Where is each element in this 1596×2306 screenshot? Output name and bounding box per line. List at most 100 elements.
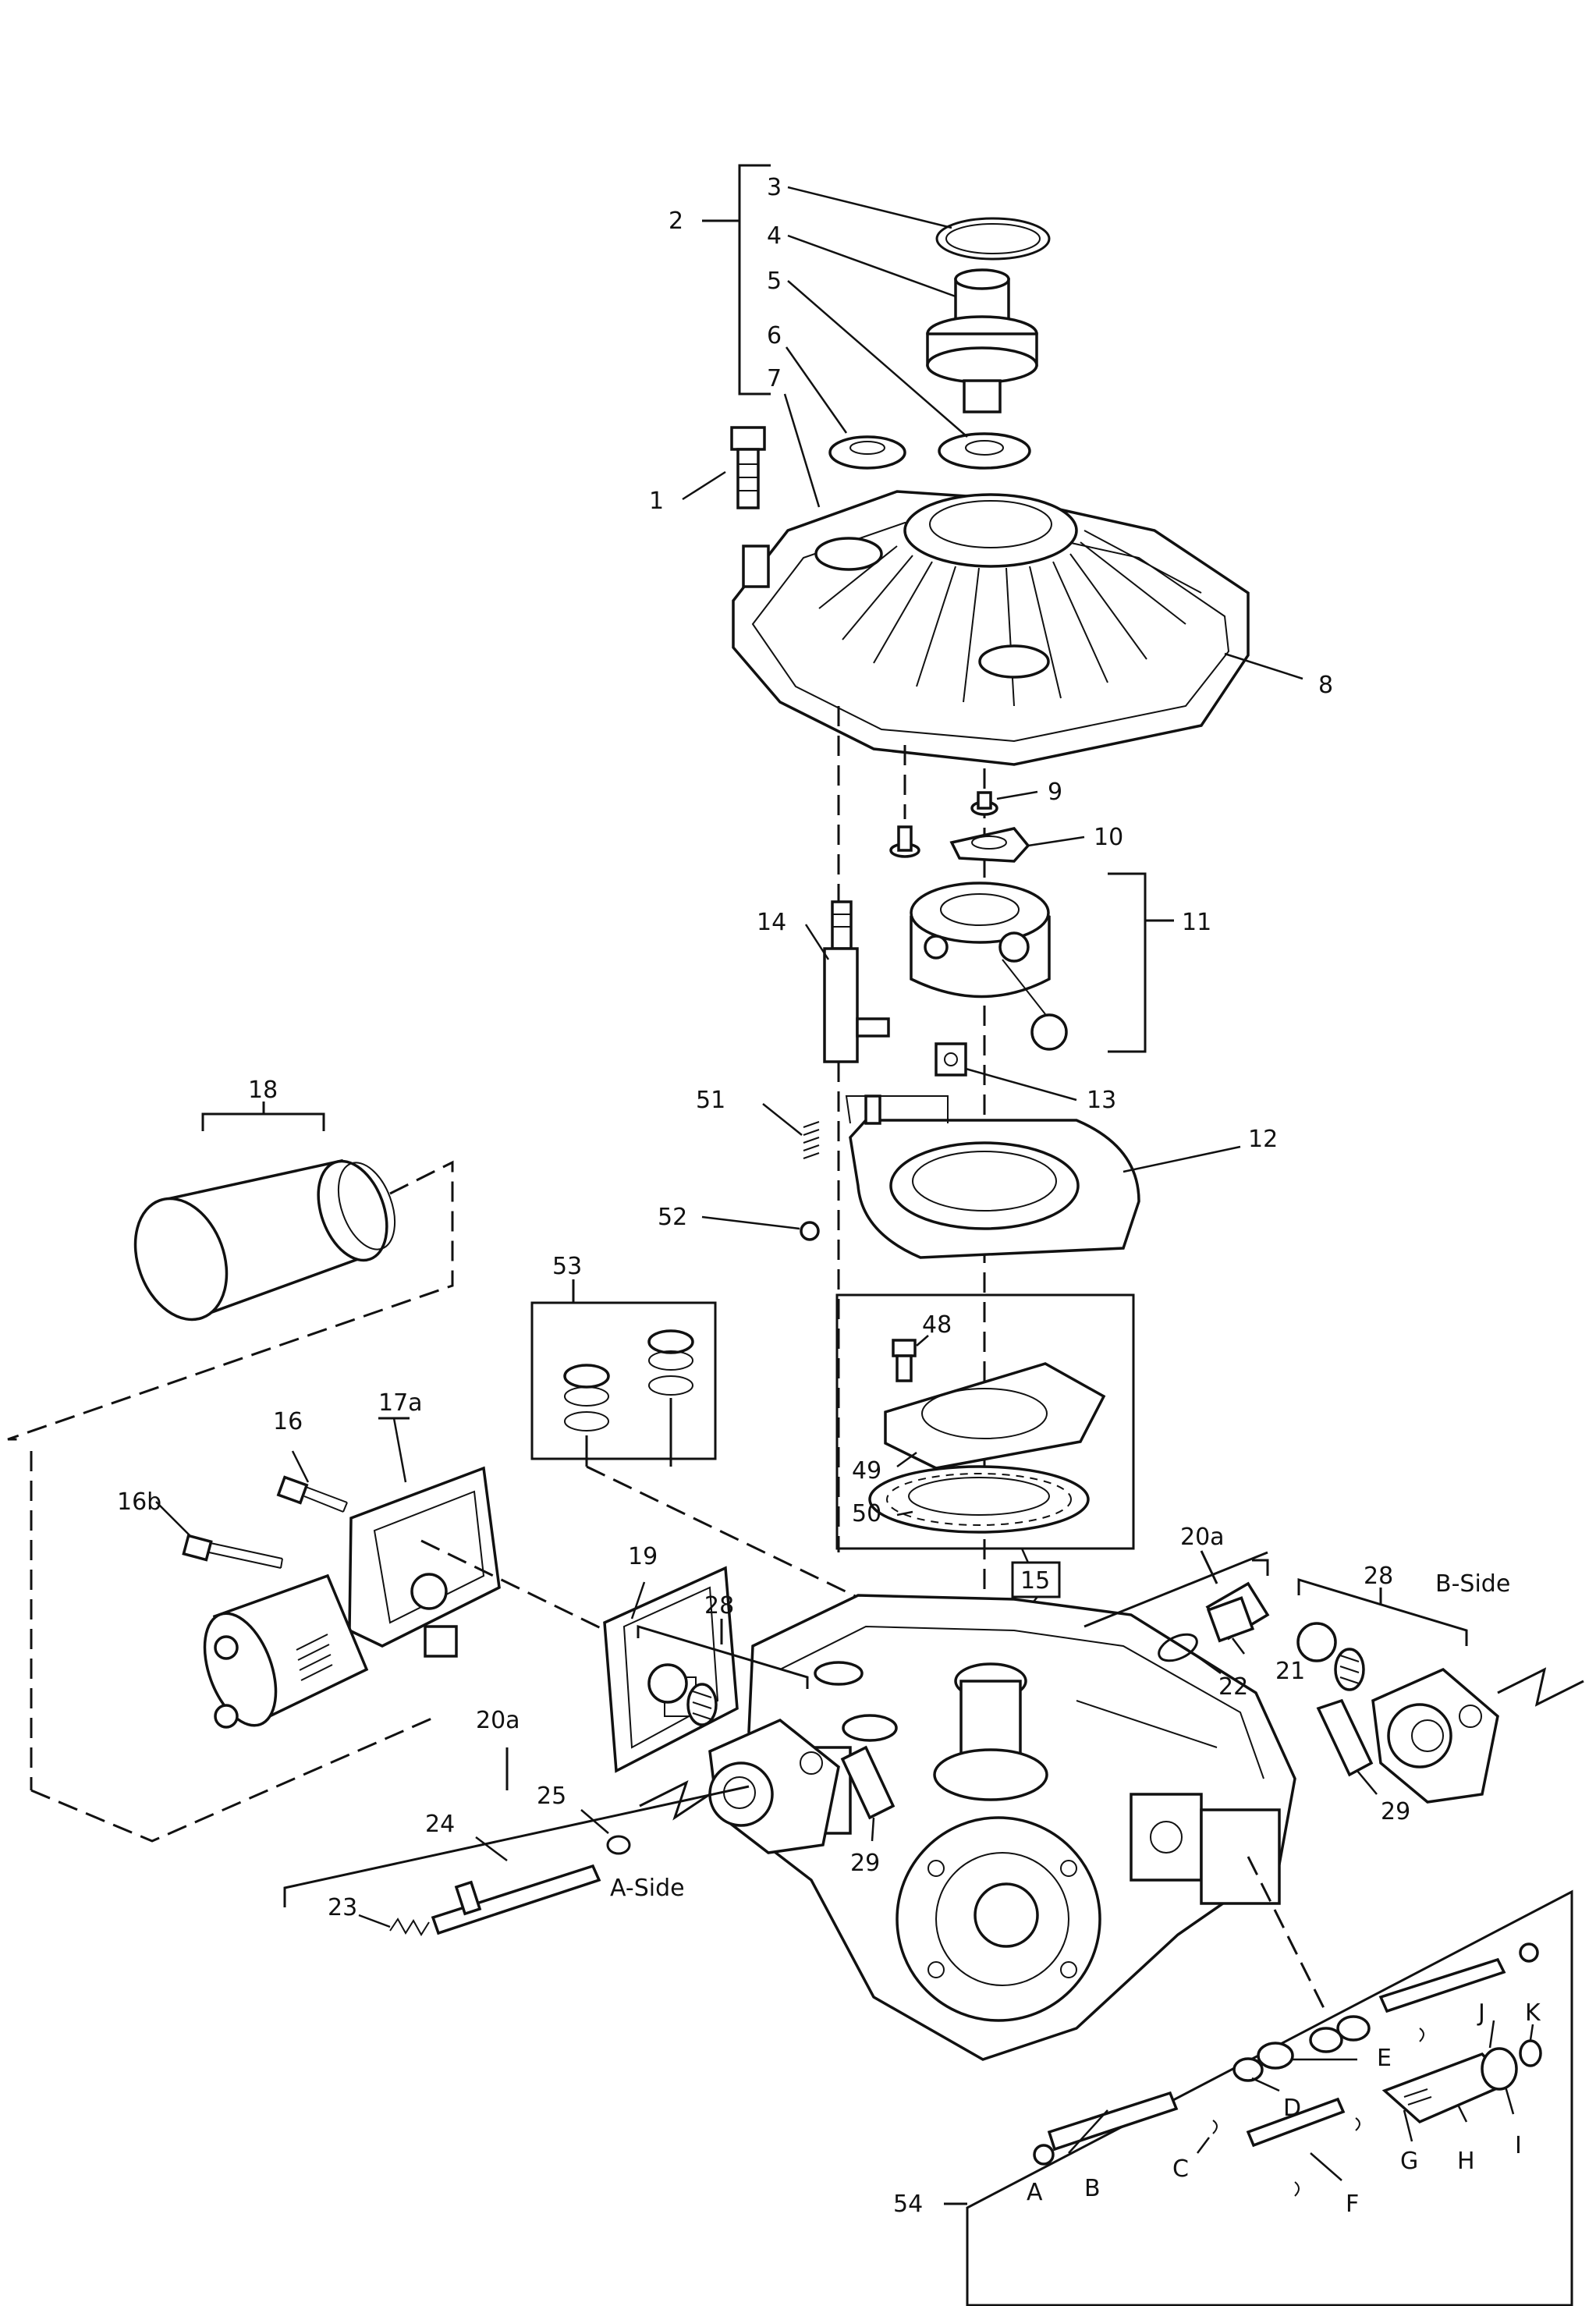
callout-16b: 16b — [117, 1488, 161, 1516]
callout-3: 3 — [767, 174, 782, 201]
letter-K: K — [1525, 1999, 1541, 2027]
bracket-28-a-side — [637, 1619, 809, 1689]
callout-5: 5 — [767, 268, 782, 295]
oring-part-22 — [1158, 1633, 1222, 1675]
fitting-part-21 — [1205, 1581, 1270, 1655]
callout-48: 48 — [922, 1311, 952, 1339]
shaft-part-4 — [787, 234, 1038, 413]
bracket-group-2 — [702, 164, 771, 396]
box-part-53 — [530, 1279, 717, 1467]
filter-screen-a-side — [840, 1745, 896, 1842]
callout-49: 49 — [852, 1457, 881, 1485]
spring-b-side — [1334, 1648, 1365, 1691]
callout-23: 23 — [328, 1894, 357, 1921]
callout-16: 16 — [273, 1408, 303, 1435]
letter-E: E — [1377, 2045, 1392, 2072]
callout-50: 50 — [852, 1500, 881, 1527]
callout-4: 4 — [767, 222, 782, 250]
callout-25: 25 — [537, 1783, 566, 1810]
slider-part-13 — [935, 1042, 1077, 1102]
filter-part-18 — [133, 1158, 396, 1322]
callout-19: 19 — [628, 1543, 658, 1570]
pin-part-9 — [970, 790, 1038, 816]
callout-51: 51 — [696, 1087, 725, 1114]
callout-1: 1 — [649, 488, 664, 515]
bearing-part-6 — [785, 346, 906, 470]
callout-29-right: 29 — [1381, 1798, 1410, 1825]
letter-J: J — [1477, 1999, 1485, 2027]
bolt-part-16b — [155, 1501, 283, 1569]
washer-D — [1232, 2057, 1264, 2082]
callout-15: 15 — [1020, 1567, 1050, 1595]
callout-28-right: 28 — [1364, 1563, 1393, 1590]
callout-7: 7 — [767, 365, 782, 392]
main-housing — [747, 1594, 1296, 2061]
screw-under-cover — [889, 825, 920, 858]
callout-52: 52 — [658, 1204, 687, 1231]
pump-head-assembly — [203, 1573, 369, 1729]
bearing-part-50 — [868, 1465, 1090, 1534]
letter-G: G — [1400, 2148, 1418, 2175]
leader-7 — [783, 393, 821, 508]
ball-a-side — [647, 1663, 688, 1704]
plug-b-side — [1371, 1667, 1584, 1804]
callout-18: 18 — [248, 1077, 278, 1104]
oring-part-25 — [580, 1809, 631, 1855]
bolt-part-16 — [276, 1450, 348, 1513]
callout-labels: 3 4 5 6 7 2 1 8 9 10 11 14 13 12 51 52 1… — [117, 174, 1541, 2218]
callout-20a-left: 20a — [476, 1707, 520, 1734]
label-a-side: A-Side — [610, 1875, 685, 1902]
letter-F: F — [1346, 2191, 1359, 2218]
callout-28-left: 28 — [704, 1592, 734, 1620]
callout-29-left: 29 — [850, 1850, 880, 1877]
callout-17a: 17a — [378, 1389, 423, 1417]
callout-24: 24 — [425, 1811, 455, 1838]
callout-20a-right: 20a — [1180, 1524, 1225, 1551]
clip-C — [1212, 2120, 1218, 2134]
screw-part-48 — [892, 1335, 929, 1382]
letter-A: A — [1027, 2179, 1043, 2206]
housing-part-17a — [348, 1417, 501, 1658]
label-b-side: B-Side — [1435, 1570, 1510, 1598]
callout-2: 2 — [669, 208, 683, 235]
washer-part-5 — [787, 280, 1031, 470]
callout-11: 11 — [1182, 909, 1211, 936]
control-shaft-part-14 — [804, 900, 890, 1063]
callout-10: 10 — [1094, 824, 1123, 851]
callout-21: 21 — [1275, 1658, 1305, 1685]
callout-12: 12 — [1248, 1126, 1278, 1153]
callout-13: 13 — [1087, 1087, 1116, 1114]
callout-6: 6 — [767, 322, 782, 349]
ball-part-52 — [701, 1215, 820, 1241]
spring-part-51 — [762, 1103, 820, 1159]
callout-22: 22 — [1218, 1673, 1248, 1701]
filter-screen-b-side — [1316, 1698, 1378, 1795]
callout-9: 9 — [1048, 779, 1062, 806]
letter-H: H — [1457, 2148, 1475, 2175]
spring-E — [1257, 2042, 1294, 2070]
retaining-ring-part-3 — [787, 186, 1051, 261]
rod-F — [1246, 2097, 1346, 2148]
callout-53: 53 — [552, 1253, 582, 1280]
spring-clip-part-23 — [358, 1914, 430, 1936]
callout-54: 54 — [893, 2191, 923, 2218]
swashplate-part-12 — [845, 1094, 1241, 1259]
plug-a-side — [639, 1718, 840, 1854]
oring-A — [1033, 2144, 1055, 2166]
block-part-11 — [910, 882, 1068, 1051]
filter-dashed-path — [7, 1160, 454, 1441]
callout-8: 8 — [1318, 672, 1333, 699]
plate-part-49 — [884, 1362, 1106, 1470]
rod-B — [1047, 2091, 1179, 2152]
bracket-group-11 — [1108, 872, 1174, 1053]
spring-a-side — [686, 1683, 718, 1726]
letter-B: B — [1084, 2175, 1101, 2202]
pin-G — [1403, 2088, 1432, 2106]
ball-b-side — [1296, 1622, 1337, 1662]
bolt-part-1 — [682, 426, 766, 509]
rod-part-24 — [431, 1836, 601, 1935]
letter-D: D — [1283, 2095, 1301, 2122]
kit-box-part-54 — [944, 1889, 1573, 2306]
